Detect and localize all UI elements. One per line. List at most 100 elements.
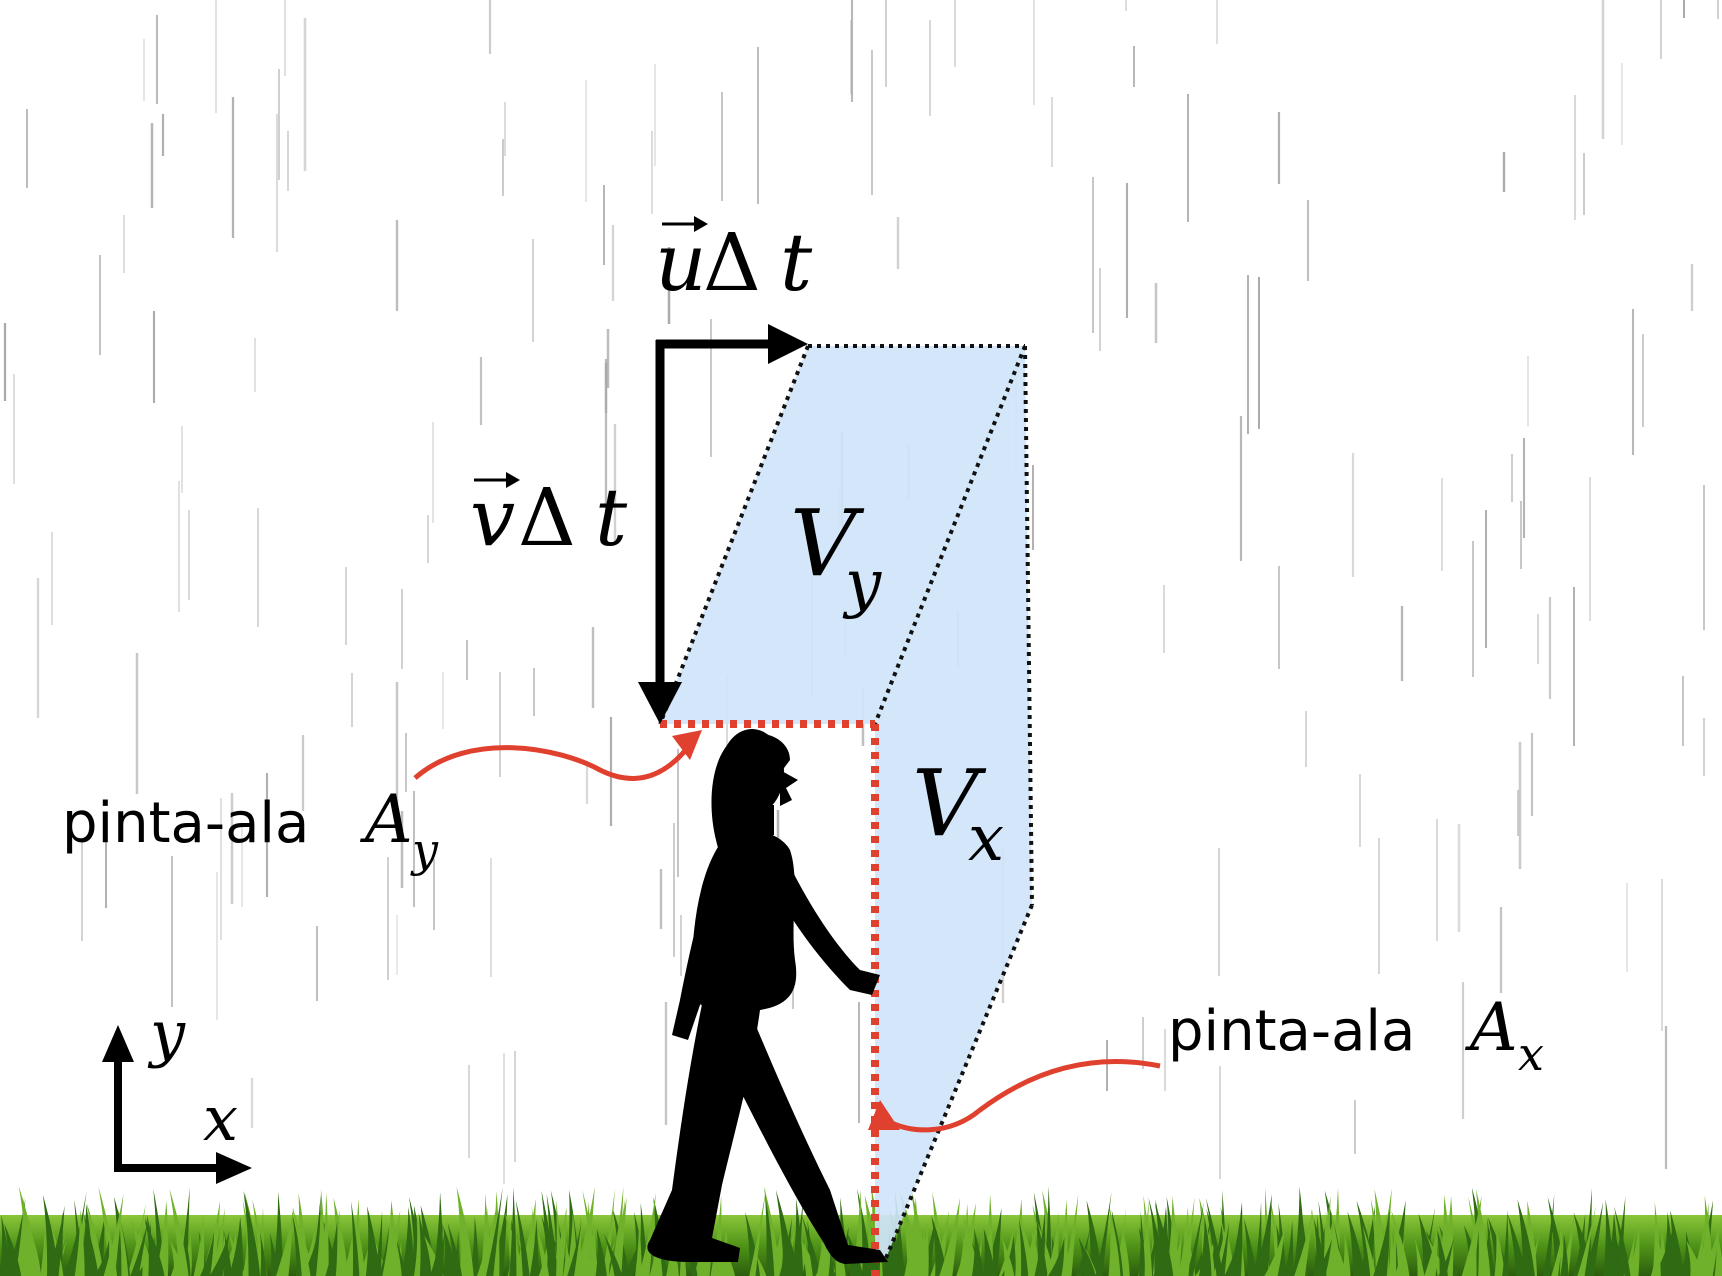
grass-blade xyxy=(302,1231,319,1276)
grass-blade xyxy=(971,1228,984,1276)
grass-blade xyxy=(456,1186,474,1276)
grass-blade xyxy=(1008,1198,1023,1276)
grass-blade xyxy=(1086,1200,1103,1276)
grass-blade xyxy=(276,1206,294,1276)
grass-blade xyxy=(74,1209,85,1276)
grass-blade xyxy=(622,1232,643,1276)
grass-blade xyxy=(1661,1212,1674,1276)
grass-blade xyxy=(273,1191,283,1276)
grass-blade xyxy=(1243,1218,1257,1276)
grass-blade xyxy=(65,1234,78,1276)
grass-blade xyxy=(320,1192,329,1276)
grass-blade xyxy=(1063,1194,1079,1276)
grass-blade xyxy=(401,1206,414,1276)
grass-blade xyxy=(1424,1224,1438,1276)
grass-blade xyxy=(447,1222,462,1276)
grass-blade xyxy=(918,1220,929,1276)
axis-x-label: x xyxy=(203,1082,238,1155)
grass-blade xyxy=(1034,1210,1046,1276)
area-ay-symbol: A xyxy=(359,781,413,858)
grass-blade xyxy=(610,1186,624,1276)
grass-blade xyxy=(1095,1191,1112,1276)
outline-right-edge xyxy=(1023,345,1034,906)
grass xyxy=(0,1186,1722,1276)
grass-blade xyxy=(1517,1199,1535,1276)
grass-blade xyxy=(983,1207,1002,1276)
grass-blade xyxy=(228,1217,243,1276)
grass-blade xyxy=(1577,1205,1596,1276)
outline-bottom-slant xyxy=(884,904,1034,1259)
grass-blade xyxy=(260,1232,267,1276)
grass-blade xyxy=(1264,1225,1286,1276)
pointer-arrows xyxy=(413,740,1161,1133)
grass-blade xyxy=(1670,1210,1684,1276)
grass-blades xyxy=(0,1186,1722,1276)
volume-vy-subscript: y xyxy=(842,547,882,621)
grass-blade xyxy=(382,1200,397,1276)
vector-arrows xyxy=(638,324,808,724)
grass-blade xyxy=(1391,1210,1409,1276)
grass-blade xyxy=(595,1228,607,1276)
grass-blade xyxy=(1224,1230,1241,1276)
grass-blade xyxy=(1573,1212,1595,1276)
v-vector-arrowhead xyxy=(638,682,682,724)
pointer-arrowhead-ax xyxy=(868,1100,900,1130)
grass-blade xyxy=(0,1214,11,1276)
grass-blade xyxy=(209,1231,230,1276)
grass-blade xyxy=(1001,1236,1016,1276)
grass-blade xyxy=(802,1216,821,1276)
grass-blade xyxy=(94,1240,110,1276)
area-ay-subscript: y xyxy=(410,823,439,877)
volume-vy-shape xyxy=(660,346,1025,724)
grass-blade xyxy=(200,1231,215,1276)
v-vector-hat-icon xyxy=(506,472,520,488)
grass-blade xyxy=(1560,1233,1569,1276)
u-t-symbol: t xyxy=(780,216,813,309)
grass-blade xyxy=(509,1187,517,1276)
volume-outline xyxy=(658,344,1034,1259)
grass-blade xyxy=(1108,1206,1121,1276)
grass-blade xyxy=(567,1221,582,1276)
grass-blade xyxy=(4,1223,22,1276)
grass-blade xyxy=(1143,1238,1155,1276)
grass-blade xyxy=(1169,1231,1182,1276)
grass-blade xyxy=(1623,1228,1636,1276)
grass-blade xyxy=(1507,1213,1526,1276)
u-vector-arrowhead xyxy=(768,324,808,364)
grass-blade xyxy=(555,1199,563,1276)
grass-blade xyxy=(792,1198,804,1276)
grass-blade xyxy=(1284,1220,1294,1276)
grass-blade xyxy=(15,1196,26,1276)
grass-blade xyxy=(816,1209,827,1276)
grass-blade xyxy=(569,1214,582,1276)
area-ax-symbol: A xyxy=(1464,989,1518,1066)
grass-blade xyxy=(1229,1201,1243,1276)
grass-blade xyxy=(193,1214,205,1276)
grass-blade xyxy=(486,1186,503,1276)
u-vector-hat-icon xyxy=(694,216,708,232)
axis-x-arrowhead xyxy=(216,1152,252,1184)
grass-blade xyxy=(243,1190,261,1276)
grass-blade xyxy=(1319,1223,1333,1276)
grass-blade xyxy=(130,1218,149,1276)
grass-blade xyxy=(1342,1232,1351,1276)
grass-blade xyxy=(1686,1240,1704,1276)
grass-blade xyxy=(1627,1222,1640,1276)
grass-blade xyxy=(1605,1212,1618,1276)
grass-blade xyxy=(1461,1195,1482,1276)
grass-blade xyxy=(1583,1201,1604,1276)
grass-blade xyxy=(1119,1227,1130,1276)
grass-blade xyxy=(333,1198,349,1276)
grass-blade xyxy=(1438,1236,1455,1276)
person-neck xyxy=(752,805,774,835)
grass-blade xyxy=(1543,1194,1555,1276)
grass-blade xyxy=(374,1210,383,1276)
axis-y-label: y xyxy=(147,997,186,1070)
area-ay-label: pinta-ala xyxy=(62,791,309,856)
grass-blade xyxy=(470,1216,479,1276)
grass-blade xyxy=(325,1220,338,1276)
grass-blade xyxy=(42,1194,59,1276)
grass-blade xyxy=(1313,1238,1332,1276)
grass-blade xyxy=(433,1192,443,1276)
